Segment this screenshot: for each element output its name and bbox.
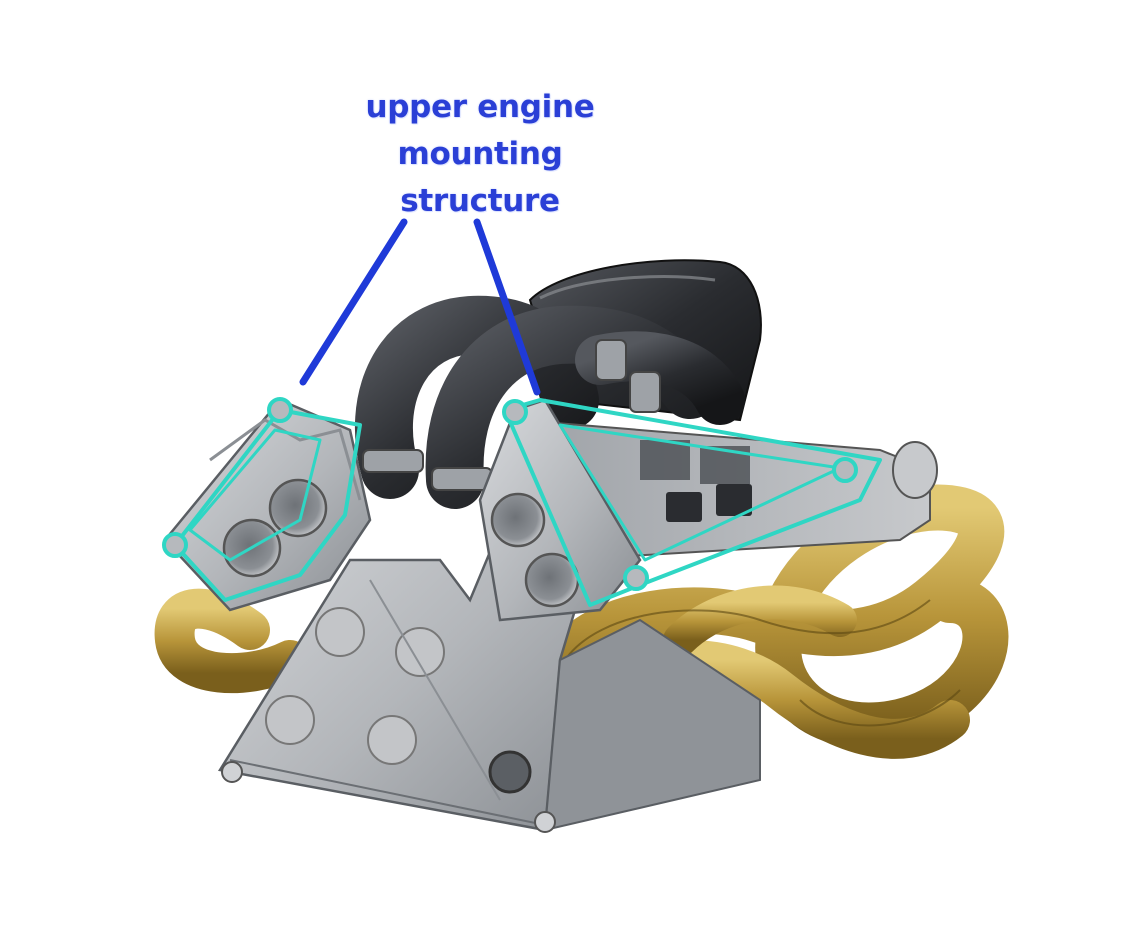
left-exhaust-header: [154, 588, 310, 694]
upper-mounting-structure: [162, 397, 882, 607]
callout-line: upper engine: [365, 89, 595, 125]
bolt-node-icon: [623, 565, 649, 591]
leader-line-left: [299, 218, 408, 386]
bolt-node-icon: [267, 397, 293, 423]
intake-plenum: [354, 259, 762, 509]
bore-icon: [268, 478, 328, 538]
bolt-node-icon: [162, 532, 188, 558]
callout-line: mounting: [397, 136, 563, 172]
right-cylinder-head: [478, 398, 642, 622]
callout-leader-lines: [299, 218, 541, 396]
callout-line: structure: [400, 183, 560, 219]
leader-line-right: [473, 218, 541, 396]
bore-icon: [490, 492, 546, 548]
bolt-node-icon: [502, 399, 528, 425]
callout-label: upper engine mounting structure: [330, 84, 630, 225]
bolt-node-icon: [832, 457, 858, 483]
